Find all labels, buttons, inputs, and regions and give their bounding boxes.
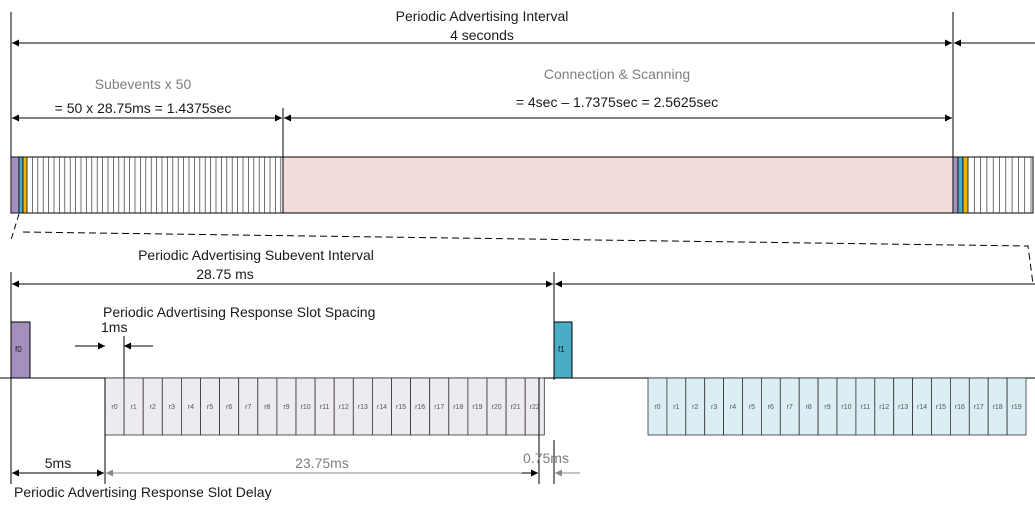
response-slot-label: r8 [806,404,812,411]
response-slot-label: r7 [787,404,793,411]
response-slot-label: r14 [377,404,387,411]
interval-value: 4 seconds [450,27,514,43]
slot-spacing-value: 1ms [101,319,127,335]
response-slot-label: r16 [415,404,425,411]
response-slot-label: r6 [768,404,774,411]
response-slot-label: r3 [711,404,717,411]
response-slot-label: r1 [131,404,137,411]
response-slot-label: r12 [879,404,889,411]
tx-f2-block [22,156,28,214]
response-slot-label: r13 [358,404,368,411]
subevent-interval-value: 28.75 ms [196,266,254,282]
tx-f0-block [10,156,20,214]
slots-duration: 23.75ms [295,455,349,471]
response-slot-label: r5 [749,404,755,411]
response-slot-label: r9 [824,404,830,411]
response-slot-label: r17 [974,404,984,411]
subevent-interval-title: Periodic Advertising Subevent Interval [138,247,374,263]
f1-packet [553,321,573,379]
response-slot-label: r9 [283,404,289,411]
response-slot-label: r18 [993,404,1003,411]
response-slot-label: r4 [730,404,736,411]
next-tx-f1-block [957,156,964,214]
slot-spacing-title: Periodic Advertising Response Slot Spaci… [103,304,375,320]
response-slot [1006,377,1027,436]
response-slots-group-2: r0 r1 r2 r3 r4 r5 r6 r7 r8 r9 r10 r11 r12 r13 r14 r15 r1… [647,377,1027,436]
response-slot-label: r17 [434,404,444,411]
response-slot-label: r5 [207,404,213,411]
next-subevent-ticks [967,157,1032,213]
next-tx-f2-block [962,156,969,214]
response-slot-label: r0 [111,404,117,411]
response-slot-label: r10 [841,404,851,411]
response-slots-group-1: r0 r1 r2 r3 r4 r5 r6 r7 r8 r9 r10 r11 r12 r13 r14 r15 r1… [104,377,545,436]
response-slot-label: r2 [692,404,698,411]
delay-value: 5ms [45,455,71,471]
response-slot-label: r12 [339,404,349,411]
subevents-title: Subevents x 50 [95,76,192,92]
response-slot-label: r13 [898,404,908,411]
response-slot-label: r18 [453,404,463,411]
response-slot-label: r19 [472,404,482,411]
gap-value: 0.75ms [523,450,569,466]
response-slot-label: r2 [150,404,156,411]
timeline-bar [10,156,1034,214]
subevent-ticks [26,157,282,213]
response-slot-label: r19 [1011,404,1021,411]
subevents-value: = 50 x 28.75ms = 1.4375sec [55,100,232,116]
response-slot-label: r11 [320,404,330,411]
response-slot-label: r8 [264,404,270,411]
response-slot-label: r16 [955,404,965,411]
zoom-line-left [10,213,20,241]
f0-label: f0 [15,345,22,354]
response-slot-label: r20 [491,404,501,411]
response-slot-label: r6 [226,404,232,411]
tx-f1-block [18,156,24,214]
response-slot-label: r4 [188,404,194,411]
conn-title: Connection & Scanning [544,66,690,82]
interval-title: Periodic Advertising Interval [396,8,569,24]
connection-scanning-block [282,156,954,214]
zoom-line-right [22,231,1034,285]
response-slot-label: r22 [530,404,540,411]
response-slot-label: r1 [673,404,679,411]
response-slot [524,377,545,436]
f1-label: f1 [558,345,565,354]
conn-value: = 4sec – 1.7375sec = 2.5625sec [516,94,718,110]
response-slot-label: r15 [396,404,406,411]
response-slot-label: r21 [511,404,521,411]
f0-packet [10,321,31,379]
next-tx-f0-block [952,156,959,214]
response-slot-label: r11 [861,404,871,411]
response-slot-label: r7 [245,404,251,411]
response-slot-label: r0 [654,404,660,411]
response-slot-label: r15 [936,404,946,411]
slot-delay-title: Periodic Advertising Response Slot Delay [14,484,272,500]
response-slot-label: r10 [300,404,310,411]
response-slot-label: r14 [917,404,927,411]
response-slot-label: r3 [169,404,175,411]
